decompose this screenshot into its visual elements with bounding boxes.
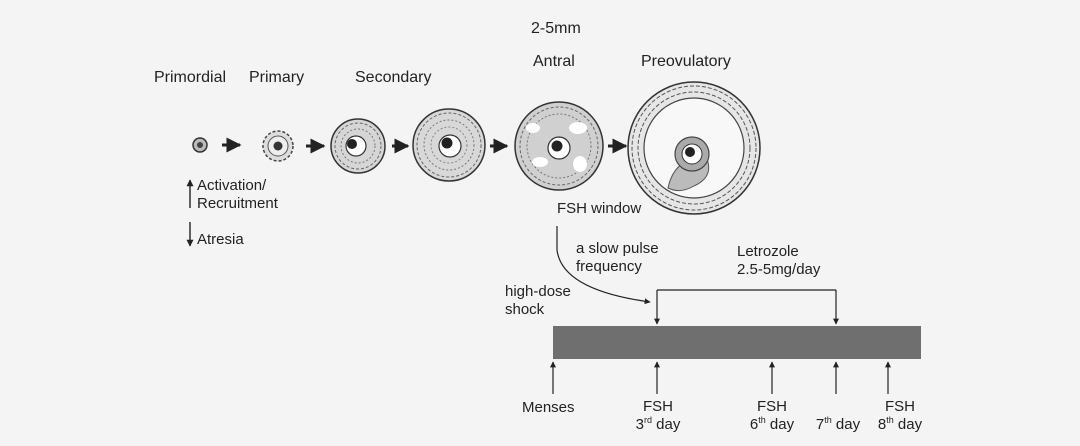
secondary-follicle-icon (330, 118, 386, 174)
secondary-large-follicle-icon (412, 108, 486, 182)
slow-pulse-label: a slow pulse frequency (576, 240, 659, 276)
slow-pulse-line2: frequency (576, 258, 642, 275)
letrozole-dose: 2.5-5mg/day (737, 261, 821, 278)
letrozole-label: Letrozole 2.5-5mg/day (737, 243, 820, 279)
high-dose-line1: high-dose (505, 283, 571, 300)
activation-label-line2: Recruitment (197, 195, 278, 212)
high-dose-line2: shock (505, 301, 545, 318)
fsh-day6-top: FSH (757, 398, 787, 415)
antral-size-label: 2-5mm (531, 20, 581, 37)
day7-label: 7th day (812, 416, 864, 434)
stage-label-primordial: Primordial (154, 69, 227, 86)
fsh-window-label: FSH window (557, 200, 642, 217)
stage-label-antral: Antral (533, 53, 575, 70)
primary-follicle-icon (262, 130, 294, 162)
fsh-window-arrow-icon (556, 226, 651, 305)
letrozole-line1: Letrozole (737, 243, 799, 260)
fsh-day8-day: 8th day (877, 415, 923, 434)
fsh-day8-label: FSH 8th day (872, 398, 928, 434)
fsh-day8-top: FSH (885, 398, 915, 415)
preovulatory-follicle-icon (627, 81, 761, 215)
menses-label: Menses (522, 399, 575, 416)
fsh-day3-day: 3rd day (635, 415, 681, 434)
primordial-follicle-icon (192, 137, 208, 153)
activation-label: Activation/ Recruitment (197, 177, 278, 213)
fsh-day3-label: FSH 3rd day (632, 398, 684, 434)
fsh-day6-label: FSH 6th day (744, 398, 800, 434)
fsh-day3-top: FSH (643, 398, 673, 415)
stage-label-primary: Primary (249, 69, 305, 86)
stage-label-preovulatory: Preovulatory (641, 53, 731, 70)
atresia-label: Atresia (197, 231, 244, 248)
day7-day: 7th day (815, 415, 861, 434)
slow-pulse-line1: a slow pulse (576, 240, 659, 257)
antral-follicle-icon (514, 101, 604, 191)
cycle-timeline-bar (553, 326, 921, 359)
stage-label-secondary: Secondary (355, 69, 432, 86)
high-dose-label: high-dose shock (505, 283, 571, 319)
fsh-day6-day: 6th day (749, 415, 795, 434)
activation-label-line1: Activation/ (197, 177, 267, 194)
